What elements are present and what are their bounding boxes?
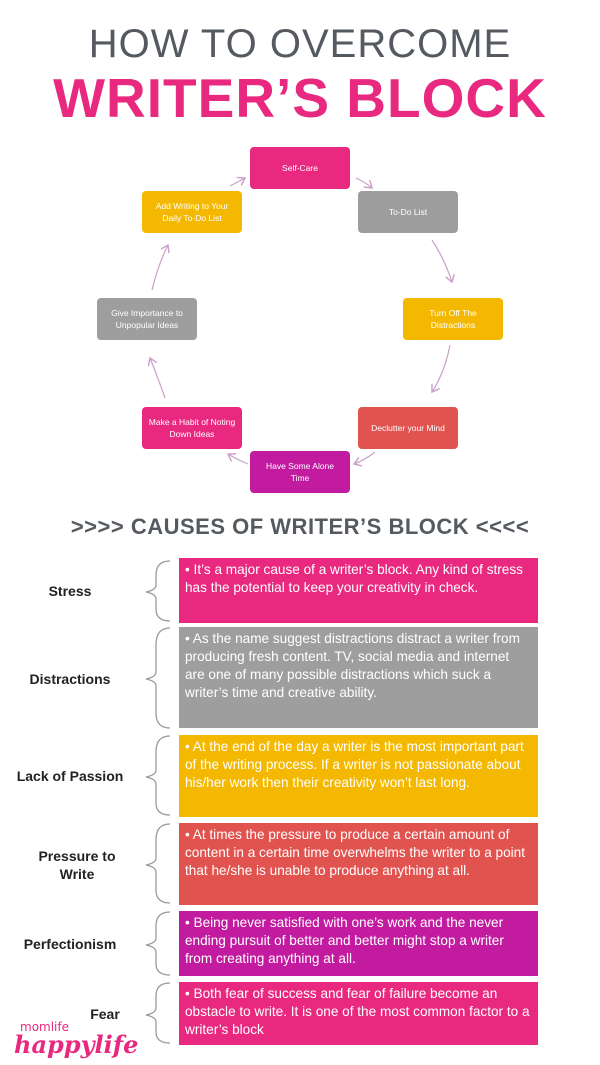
arrow-2 [431,239,452,282]
cause-label-stress: Stress [48,583,92,599]
cause-desc-fear: • Both fear of success and fear of failu… [179,982,538,1045]
cycle-step-noting-ideas: Make a Habit of Noting Down Ideas [142,407,242,449]
cycle-step-to-do-list: To-Do List [358,191,458,233]
title-line-2: WRITER’S BLOCK [53,67,547,129]
cycle-step-turn-off-distractions: Turn Off The Distractions [403,298,503,340]
cause-label-perfectionism: Perfectionism [23,936,117,952]
title-line-1: HOW TO OVERCOME [88,22,512,66]
arrow-5 [228,454,249,465]
cycle-step-self-care: Self-Care [250,147,350,189]
cause-desc-perfectionism: • Being never satisfied with one’s work … [179,911,538,976]
causes-title: >>>> CAUSES OF WRITER’S BLOCK <<<< [70,514,530,539]
arrow-6 [150,358,166,399]
cause-desc-stress: • It’s a major cause of a writer’s block… [179,558,538,623]
brace-stress [145,560,171,622]
brace-fear [145,982,171,1044]
cycle-step-unpopular-ideas: Give Importance to Unpopular Ideas [97,298,197,340]
arrow-7 [151,245,168,291]
arrow-1 [355,177,372,188]
arrow-4 [354,451,376,464]
brace-pressure [145,823,171,904]
brace-passion [145,735,171,816]
cycle-step-add-writing: Add Writing to Your Daily To-Do List [142,191,242,233]
logo-happylife: happylife [14,1030,139,1059]
cause-desc-pressure: • At times the pressure to produce a cer… [179,823,538,905]
cycle-step-declutter-mind: Declutter your Mind [358,407,458,449]
cycle-step-alone-time: Have Some Alone Time [250,451,350,493]
cause-label-lack-of-passion: Lack of Passion [16,768,124,784]
cause-label-distractions: Distractions [29,671,111,687]
cause-label-fear: Fear [90,1006,120,1022]
cycle-arrows [0,0,600,520]
cause-desc-lack-of-passion: • At the end of the day a writer is the … [179,735,538,817]
cause-label-pressure: Pressure to Write [38,848,116,882]
brace-distractions [145,627,171,729]
arrow-3 [432,344,451,392]
brace-perfectionism [145,911,171,976]
arrow-8 [229,178,245,187]
logo-momlife: momlife [20,1020,69,1034]
cause-desc-distractions: • As the name suggest distractions distr… [179,627,538,728]
